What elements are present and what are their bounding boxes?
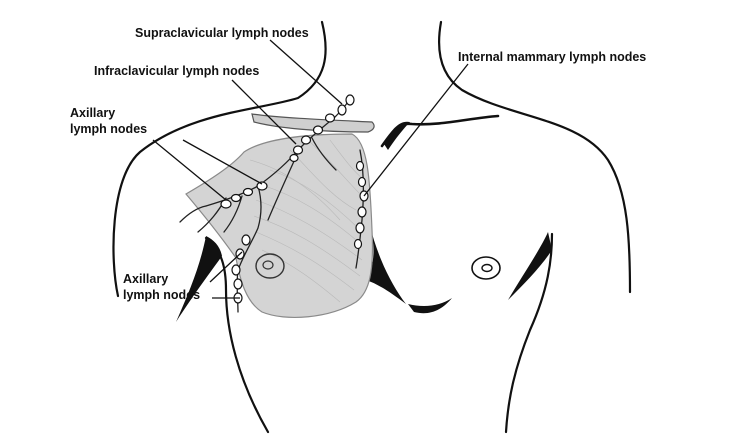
leader-infraclavicular (231, 79, 297, 145)
right-side-line (504, 232, 554, 434)
label-supraclavicular: Supraclavicular lymph nodes (135, 26, 309, 40)
sternum-right-shadow (408, 298, 452, 314)
neck-left-line (112, 20, 327, 298)
leader-supraclavicular (269, 39, 343, 105)
torso-outline (112, 20, 632, 434)
infraclavicular-nodes (289, 145, 304, 163)
leader-axillary-lower-a (209, 251, 243, 283)
breast-texture (249, 139, 365, 303)
label-internal-mammary: Internal mammary lymph nodes (458, 50, 646, 64)
internal-mammary-nodes (353, 160, 369, 250)
right-clavicle-bump (384, 121, 410, 150)
leader-axillary-upper-b (182, 139, 263, 185)
left-armpit-shadow (176, 236, 222, 322)
leader-internal-mammary (363, 63, 469, 197)
lymph-network (179, 94, 369, 313)
sternum-left-shadow (366, 226, 406, 304)
label-axillary-upper-1: Axillary (70, 106, 115, 120)
label-axillary-lower-2: lymph nodes (123, 288, 200, 302)
leader-lines (152, 39, 469, 299)
label-infraclavicular: Infraclavicular lymph nodes (94, 64, 259, 78)
axillary-upper-nodes (220, 181, 268, 209)
leader-axillary-upper-a (152, 139, 227, 201)
labels: Supraclavicular lymph nodes Infraclavicu… (70, 26, 646, 302)
label-axillary-upper-2: lymph nodes (70, 122, 147, 136)
left-areola (255, 253, 285, 279)
supraclavicular-nodes (300, 94, 355, 145)
right-nipple (481, 263, 493, 273)
label-axillary-lower-1: Axillary (123, 272, 168, 286)
right-areola (471, 256, 501, 280)
neck-right-line (437, 20, 632, 294)
left-clavicle-bar (251, 113, 375, 133)
left-nipple (262, 260, 274, 270)
right-armpit-shadow (508, 232, 552, 300)
